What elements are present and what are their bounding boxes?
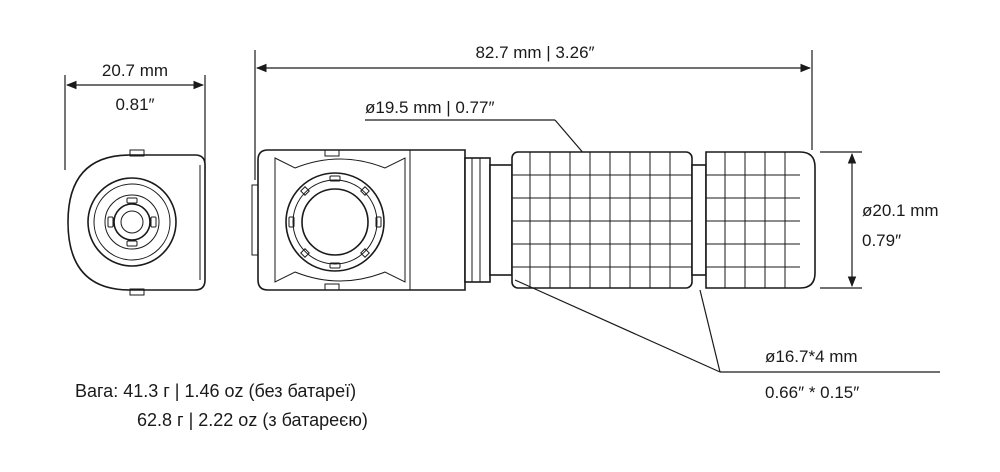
head-side-button [251, 184, 259, 256]
clip-tab-bottom [129, 288, 145, 296]
lens-notch [107, 216, 114, 228]
waist-ring [691, 164, 707, 276]
head-lens-glass [301, 188, 369, 256]
lens-center [113, 203, 151, 241]
side-view: 20.7 mm 0.81″ [64, 61, 206, 296]
body-neck [489, 164, 513, 276]
weight-info: Вага: 41.3 г | 1.46 oz (без батареї) 62.… [75, 381, 368, 430]
head-diameter-in-label: 0.79″ [862, 231, 901, 250]
head-diameter-mm-label: ø20.1 mm [862, 201, 939, 220]
side-width-in-label: 0.81″ [115, 95, 154, 114]
knurled-body [511, 151, 693, 289]
lens-reflector [104, 194, 160, 250]
lens-notch [288, 216, 295, 228]
ring-in-label: 0.66″ * 0.15″ [765, 383, 859, 402]
weight-line-1: Вага: 41.3 г | 1.46 oz (без батареї) [75, 381, 356, 401]
clip-tab-top [324, 149, 340, 157]
led-emitter [120, 210, 144, 234]
knurl-pattern-body [512, 152, 692, 288]
lens-notch [126, 240, 138, 247]
body-diameter-leader-diagonal [554, 119, 586, 156]
lens-notch [329, 262, 341, 269]
side-width-mm-label: 20.7 mm [102, 61, 168, 80]
head-lens-bezel [292, 179, 378, 265]
lens-notch [375, 216, 382, 228]
head-collar [464, 157, 491, 283]
lens-notch [300, 248, 310, 258]
clip-tab-top [129, 149, 145, 157]
body-diameter-label: ø19.5 mm | 0.77″ [365, 98, 494, 117]
lens-notch [360, 186, 370, 196]
lens-notch [329, 175, 341, 182]
lens-bezel [93, 183, 171, 261]
ring-leader-right [699, 289, 721, 373]
lens-notch [300, 186, 310, 196]
lens-notch [150, 216, 157, 228]
head-lens-frame [274, 157, 406, 283]
ring-mm-label: ø16.7*4 mm [765, 347, 858, 366]
tail-cap [705, 151, 816, 289]
ring-leader-left [514, 279, 721, 373]
clip-tab-bottom [324, 283, 340, 291]
lens-notch [360, 248, 370, 258]
main-view: 82.7 mm | 3.26″ ø19.5 mm | 0.77″ [251, 43, 940, 402]
length-label: 82.7 mm | 3.26″ [475, 43, 594, 62]
lens-notch [126, 197, 138, 204]
knurl-pattern-tail [706, 152, 800, 288]
weight-line-2: 62.8 г | 2.22 oz (з батареєю) [137, 410, 368, 430]
